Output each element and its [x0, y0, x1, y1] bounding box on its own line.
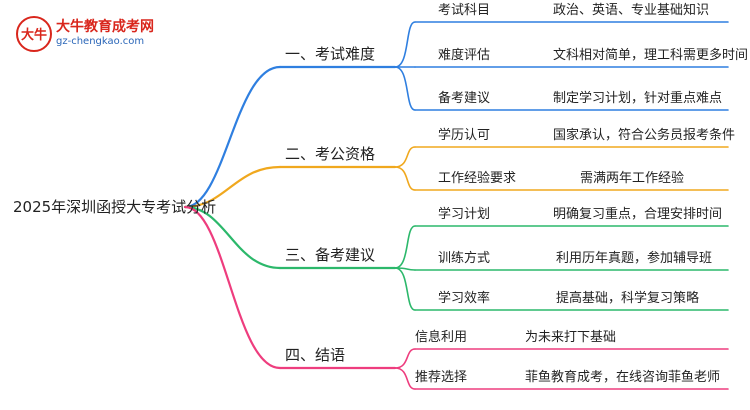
branch-label: 一、考试难度 [285, 45, 376, 63]
logo-name: 大牛教育成考网 [56, 19, 154, 35]
leaf-value: 为未来打下基础 [525, 330, 617, 345]
leaf-key: 难度评估 [438, 48, 491, 63]
branch-connector [183, 205, 282, 370]
leaf-value: 提高基础，科学复习策略 [556, 291, 700, 306]
leaf-key: 备考建议 [438, 91, 491, 106]
site-logo[interactable]: 大牛 大牛教育成考网 gz-chengkao.com [14, 14, 194, 54]
leaf-key: 考试科目 [438, 3, 491, 18]
leaf-connector [394, 66, 416, 111]
leaf-key: 学习效率 [438, 291, 491, 306]
leaf-connector [394, 267, 416, 311]
leaf-key: 学历认可 [438, 128, 491, 143]
branch-connector [183, 205, 282, 270]
leaf-value: 文科相对简单，理工科需更多时间 [553, 48, 749, 63]
leaf-key: 训练方式 [438, 251, 491, 266]
leaf-connector [394, 225, 416, 269]
leaf-connector [394, 146, 416, 168]
leaf-value: 制定学习计划，针对重点难点 [553, 91, 723, 106]
branch-label: 四、结语 [285, 346, 346, 364]
leaf-value: 需满两年工作经验 [580, 171, 685, 186]
branch-connector [183, 165, 282, 209]
leaf-connector [394, 367, 416, 390]
leaf-connector [394, 348, 416, 369]
leaf-key: 工作经验要求 [438, 171, 517, 186]
logo-url: gz-chengkao.com [56, 36, 145, 47]
branch-connector [183, 65, 282, 209]
leaf-connector [394, 21, 416, 68]
leaf-value: 国家承认，符合公务员报考条件 [553, 128, 736, 143]
leaf-key: 推荐选择 [415, 370, 468, 385]
leaf-key: 学习计划 [438, 207, 491, 222]
branch-label: 三、备考建议 [285, 246, 376, 264]
logo-mark-icon: 大牛 [16, 16, 52, 52]
branch-label: 二、考公资格 [285, 145, 376, 163]
leaf-value: 菲鱼教育成考，在线咨询菲鱼老师 [525, 370, 721, 385]
leaf-value: 政治、英语、专业基础知识 [553, 3, 710, 18]
leaf-value: 利用历年真题，参加辅导班 [556, 251, 713, 266]
leaf-connector [394, 166, 416, 191]
logo-mark-text: 大牛 [21, 27, 47, 43]
leaf-key: 信息利用 [415, 330, 468, 345]
root-topic: 2025年深圳函授大专考试分析 [13, 198, 217, 216]
leaf-value: 明确复习重点，合理安排时间 [553, 207, 723, 222]
